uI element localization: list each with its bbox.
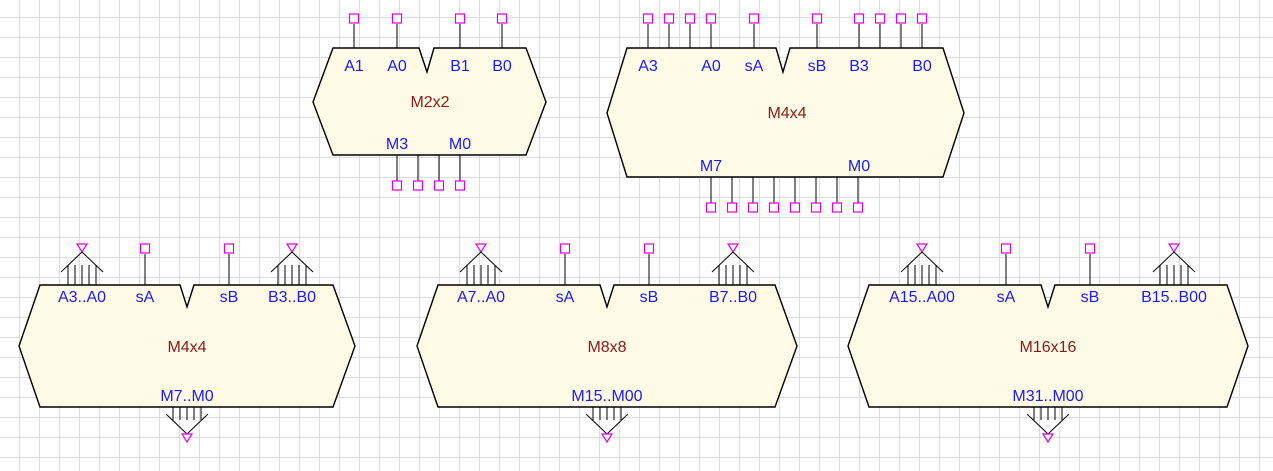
- block-m4x4-flat[interactable]: A3 A0 sA sB B3 B0 M4x4 M7 M0: [606, 13, 965, 213]
- pin-label-sb: sB: [640, 289, 659, 306]
- block-title: M4x4: [167, 339, 206, 356]
- pin-label-b0: B0: [492, 58, 512, 75]
- pin-a0[interactable]: [391, 13, 403, 48]
- pin-label-b-bus: B7..B0: [709, 289, 757, 306]
- pin-b1[interactable]: [454, 13, 466, 48]
- pin-label-sa: sA: [556, 289, 575, 306]
- block-body[interactable]: [847, 284, 1249, 408]
- pin-label-a3: A3: [638, 58, 658, 75]
- block-m2x2[interactable]: A1 A0 B1 B0 M2x2 M3 M0: [312, 13, 547, 191]
- pin-label-m-bus: M15..M00: [571, 388, 642, 405]
- bus-pin-a[interactable]: [459, 243, 503, 285]
- pin-sa[interactable]: [1000, 243, 1012, 285]
- bus-pin-m[interactable]: [1026, 407, 1070, 444]
- output-pins-m3-m0[interactable]: [391, 155, 466, 191]
- pin-b0[interactable]: [496, 13, 508, 48]
- bus-pin-m[interactable]: [165, 407, 209, 444]
- block-body[interactable]: [416, 284, 798, 408]
- pin-sb[interactable]: [811, 13, 823, 48]
- block-title: M16x16: [1020, 339, 1077, 356]
- pin-label-m7: M7: [700, 158, 722, 175]
- pin-label-sb: sB: [1081, 289, 1100, 306]
- pin-sa[interactable]: [139, 243, 151, 285]
- pin-label-sa: sA: [136, 289, 155, 306]
- pin-label-a1: A1: [344, 58, 364, 75]
- block-title: M8x8: [587, 339, 626, 356]
- pin-label-m-bus: M7..M0: [160, 388, 213, 405]
- pin-label-a-bus: A15..A00: [889, 289, 955, 306]
- bus-pin-b[interactable]: [1152, 243, 1196, 285]
- pin-label-a0: A0: [387, 58, 407, 75]
- pin-label-a-bus: A3..A0: [58, 289, 106, 306]
- pin-label-b-bus: B15..B00: [1141, 289, 1207, 306]
- pin-sb[interactable]: [1084, 243, 1096, 285]
- input-pins-a[interactable]: [642, 13, 717, 48]
- pin-label-m0: M0: [449, 136, 471, 153]
- block-body[interactable]: [606, 47, 965, 178]
- pin-label-sa: sA: [745, 58, 764, 75]
- bus-pin-a[interactable]: [900, 243, 944, 285]
- pin-label-m3: M3: [386, 136, 408, 153]
- pin-label-b0: B0: [912, 58, 932, 75]
- pin-label-b1: B1: [450, 58, 470, 75]
- bus-pin-m[interactable]: [585, 407, 629, 444]
- bus-pin-a[interactable]: [60, 243, 104, 285]
- block-body[interactable]: [312, 47, 547, 156]
- pin-label-a0: A0: [701, 58, 721, 75]
- input-pins-b[interactable]: [853, 13, 928, 48]
- pin-label-sb: sB: [808, 58, 827, 75]
- output-pins-m7-m0[interactable]: [705, 177, 864, 213]
- pin-sb[interactable]: [643, 243, 655, 285]
- pin-label-b3: B3: [849, 58, 869, 75]
- pin-sa[interactable]: [559, 243, 571, 285]
- pin-label-b-bus: B3..B0: [268, 289, 316, 306]
- block-body[interactable]: [18, 284, 356, 408]
- bus-pin-b[interactable]: [711, 243, 755, 285]
- pin-label-a-bus: A7..A0: [457, 289, 505, 306]
- pin-label-m0: M0: [848, 158, 870, 175]
- block-title: M2x2: [410, 94, 449, 111]
- block-title: M4x4: [767, 105, 806, 122]
- bus-pin-b[interactable]: [270, 243, 314, 285]
- pin-sb[interactable]: [223, 243, 235, 285]
- block-m4x4-bus[interactable]: A3..A0 sA sB B3..B0 M4x4 M7..M0: [18, 243, 356, 444]
- pin-sa[interactable]: [748, 13, 760, 48]
- block-m8x8[interactable]: A7..A0 sA sB B7..B0 M8x8 M15..M00: [416, 243, 798, 444]
- pin-label-sa: sA: [997, 289, 1016, 306]
- block-m16x16[interactable]: A15..A00 sA sB B15..B00 M16x16 M31..M00: [847, 243, 1249, 444]
- pin-label-sb: sB: [220, 289, 239, 306]
- pin-a1[interactable]: [348, 13, 360, 48]
- pin-label-m-bus: M31..M00: [1012, 388, 1083, 405]
